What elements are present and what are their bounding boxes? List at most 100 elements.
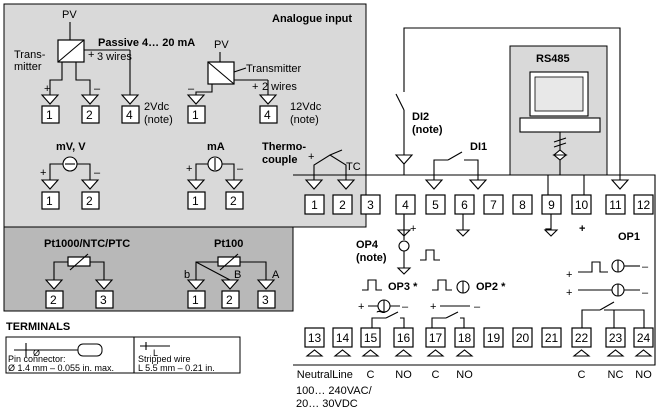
terminal-2-label: 2 bbox=[86, 194, 93, 208]
terminal-1-label: 1 bbox=[46, 194, 53, 208]
terminal-box-1 bbox=[304, 194, 325, 215]
terminal-box-18 bbox=[454, 327, 475, 348]
plus-sign: + bbox=[566, 269, 572, 281]
mv-v-input: mV, V + – 1 2 bbox=[40, 141, 101, 210]
op3-label: OP3 * bbox=[388, 281, 418, 293]
terminal-4-label: 4 bbox=[126, 108, 133, 122]
terminal-number-13: 13 bbox=[308, 331, 322, 345]
terminal-18-label: NO bbox=[456, 369, 473, 381]
minus-sign: – bbox=[642, 261, 649, 273]
terminal-2-label: 2 bbox=[86, 108, 93, 122]
terminal-16-label: NO bbox=[395, 369, 412, 381]
terminal-1-label: 1 bbox=[192, 293, 199, 307]
pin-connector-label: Pin connector: bbox=[8, 354, 66, 364]
terminal-box-15 bbox=[360, 327, 381, 348]
terminals-legend: TERMINALS Ø L Pin connector: Ø 1.4 mm – … bbox=[5, 321, 241, 374]
op1-label: OP1 bbox=[618, 231, 640, 243]
terminal-box-3 bbox=[360, 194, 381, 215]
legend-title: TERMINALS bbox=[6, 321, 70, 333]
supply-line-1: 100… 240VAC/ bbox=[296, 385, 373, 397]
plus-sign: + bbox=[252, 81, 258, 93]
terminal-number-10: 10 bbox=[575, 198, 589, 212]
terminal-number-9: 9 bbox=[548, 198, 555, 212]
terminal-box-16 bbox=[393, 327, 414, 348]
transmitter-label: Transmitter bbox=[246, 63, 302, 75]
terminal-number-1: 1 bbox=[311, 198, 318, 212]
terminal-number-3: 3 bbox=[367, 198, 374, 212]
minus-sign: – bbox=[474, 301, 481, 313]
terminal-arrow bbox=[572, 349, 591, 357]
op3-output: OP3 * + – bbox=[358, 279, 418, 328]
rs485-computer bbox=[519, 71, 601, 175]
terminal-number-15: 15 bbox=[364, 331, 378, 345]
terminal-2-label: 2 bbox=[226, 293, 233, 307]
transmitter-3wire: PV Trans- mitter + 3 wires + – 1 2 4 2Vd… bbox=[14, 9, 173, 126]
transmitter-label-1: Trans- bbox=[14, 49, 46, 61]
minus-sign: – bbox=[94, 167, 101, 179]
di2-label: DI2 bbox=[412, 111, 429, 123]
plus-sign: + bbox=[566, 287, 572, 299]
terminal-number-22: 22 bbox=[575, 331, 589, 345]
terminal-box-8 bbox=[512, 194, 533, 215]
op2-label: OP2 * bbox=[476, 281, 506, 293]
analogue-input-title: Analogue input bbox=[272, 13, 352, 25]
terminal-box-10 bbox=[571, 194, 592, 215]
di2-input: DI2 (note) bbox=[394, 27, 630, 190]
terminal-arrow bbox=[305, 349, 324, 357]
terminal-2-label: 2 bbox=[230, 194, 237, 208]
terminal-box-14 bbox=[332, 327, 353, 348]
terminal-number-16: 16 bbox=[397, 331, 411, 345]
supply-line-2: 20… 30VDC bbox=[296, 398, 358, 410]
terminal-number-12: 12 bbox=[637, 198, 651, 212]
terminal-22-label: C bbox=[578, 369, 586, 381]
terminal-box-20 bbox=[512, 327, 533, 348]
terminal-box-12 bbox=[633, 194, 654, 215]
terminal-box-17 bbox=[425, 327, 446, 348]
terminal-3-label: 3 bbox=[100, 293, 107, 307]
three-wires-label: 3 wires bbox=[97, 51, 132, 63]
terminal-box-4 bbox=[395, 194, 416, 215]
transmitter-label-2: mitter bbox=[14, 61, 42, 73]
terminal-box-13 bbox=[304, 327, 325, 348]
terminal-23-label: NC bbox=[608, 369, 624, 381]
terminal-3-label: 3 bbox=[262, 293, 269, 307]
terminal-2-label: 2 bbox=[50, 293, 57, 307]
ma-label: mA bbox=[207, 141, 225, 153]
length-symbol: L bbox=[153, 348, 158, 358]
pin-connector-icon bbox=[77, 343, 103, 357]
pv-label: PV bbox=[62, 9, 77, 21]
terminal-1-label: 1 bbox=[192, 194, 199, 208]
terminal-box-21 bbox=[541, 327, 562, 348]
plus-sign: + bbox=[358, 301, 364, 313]
minus-sign: – bbox=[94, 83, 101, 95]
vdc2-label: 2Vdc bbox=[144, 101, 170, 113]
terminal-number-2: 2 bbox=[339, 198, 346, 212]
thermocouple-label-1: Thermo- bbox=[262, 141, 306, 153]
pt100-letter-b: b bbox=[184, 269, 190, 281]
terminal-24-label: NO bbox=[635, 369, 652, 381]
di2-note: (note) bbox=[412, 124, 443, 136]
terminal-15-label: C bbox=[367, 369, 375, 381]
terminal-box-11 bbox=[605, 194, 626, 215]
ac-supply-symbol: ~ bbox=[376, 302, 387, 322]
passive-title: Passive 4… 20 mA bbox=[98, 37, 195, 49]
thermocouple-input: Thermo- couple + TC bbox=[262, 141, 361, 190]
terminal-box-24 bbox=[633, 327, 654, 348]
op1-output: OP1 + – + – bbox=[566, 231, 649, 328]
plus-sign: + bbox=[308, 151, 314, 163]
ground-arrow bbox=[455, 229, 471, 237]
op4-note: (note) bbox=[356, 252, 387, 264]
pt100-input: Pt100 b B A 1 2 3 bbox=[184, 238, 280, 309]
pt100-letter-B: B bbox=[234, 269, 241, 281]
op2-output: OP2 * + – bbox=[430, 279, 506, 328]
terminal-number-7: 7 bbox=[490, 198, 497, 212]
terminal-number-5: 5 bbox=[432, 198, 439, 212]
plus-sign: + bbox=[88, 49, 94, 61]
terminal-number-17: 17 bbox=[429, 331, 443, 345]
pt1000-input: Pt1000/NTC/PTC 2 3 bbox=[44, 238, 130, 309]
terminal-number-24: 24 bbox=[637, 331, 651, 345]
di1-label: DI1 bbox=[470, 141, 487, 153]
tc-label: TC bbox=[346, 161, 361, 173]
terminal-number-11: 11 bbox=[609, 198, 622, 212]
